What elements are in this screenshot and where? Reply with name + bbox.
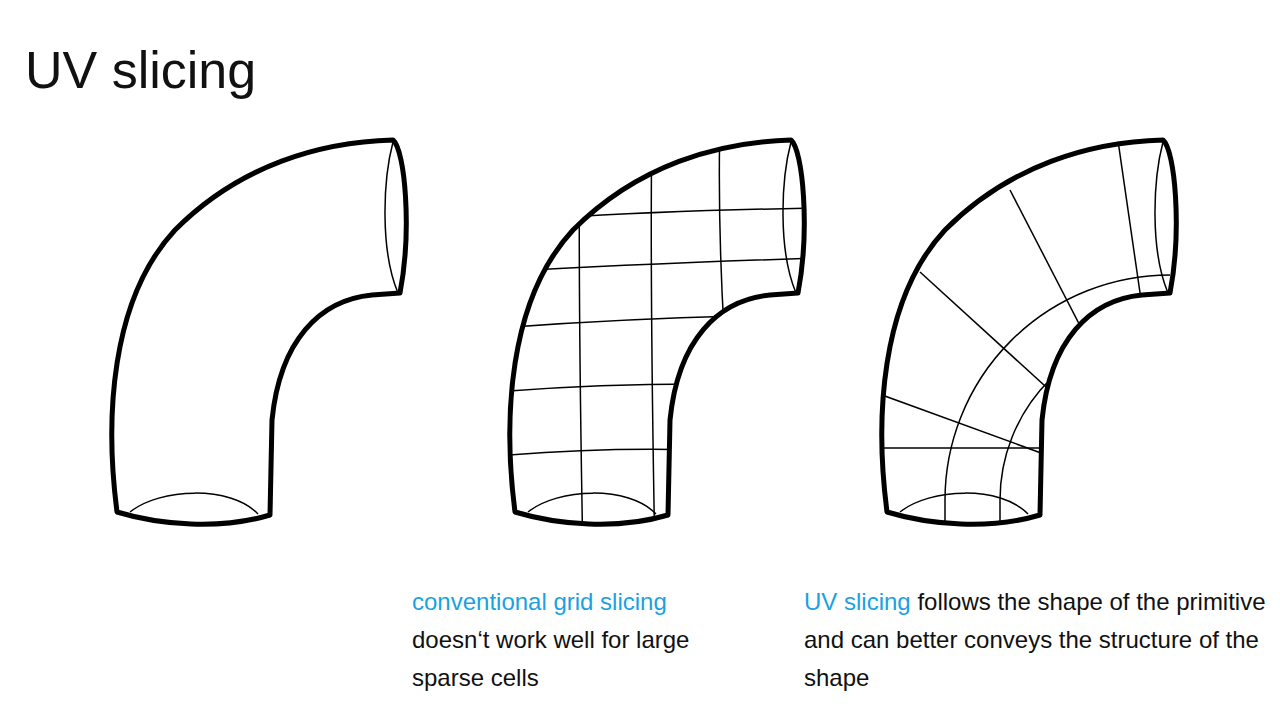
uv-elbow	[830, 120, 1176, 560]
highlight-term: UV slicing	[804, 588, 911, 615]
page-title: UV slicing	[25, 40, 256, 100]
grid-elbow	[498, 120, 818, 560]
caption: conventional grid slicing doesn‘t work w…	[412, 583, 752, 697]
caption: UV slicing follows the shape of the prim…	[804, 583, 1266, 697]
caption-text: doesn‘t work well for large sparse cells	[412, 626, 689, 691]
plain-elbow	[112, 140, 406, 524]
highlight-term: conventional grid slicing	[412, 583, 752, 621]
